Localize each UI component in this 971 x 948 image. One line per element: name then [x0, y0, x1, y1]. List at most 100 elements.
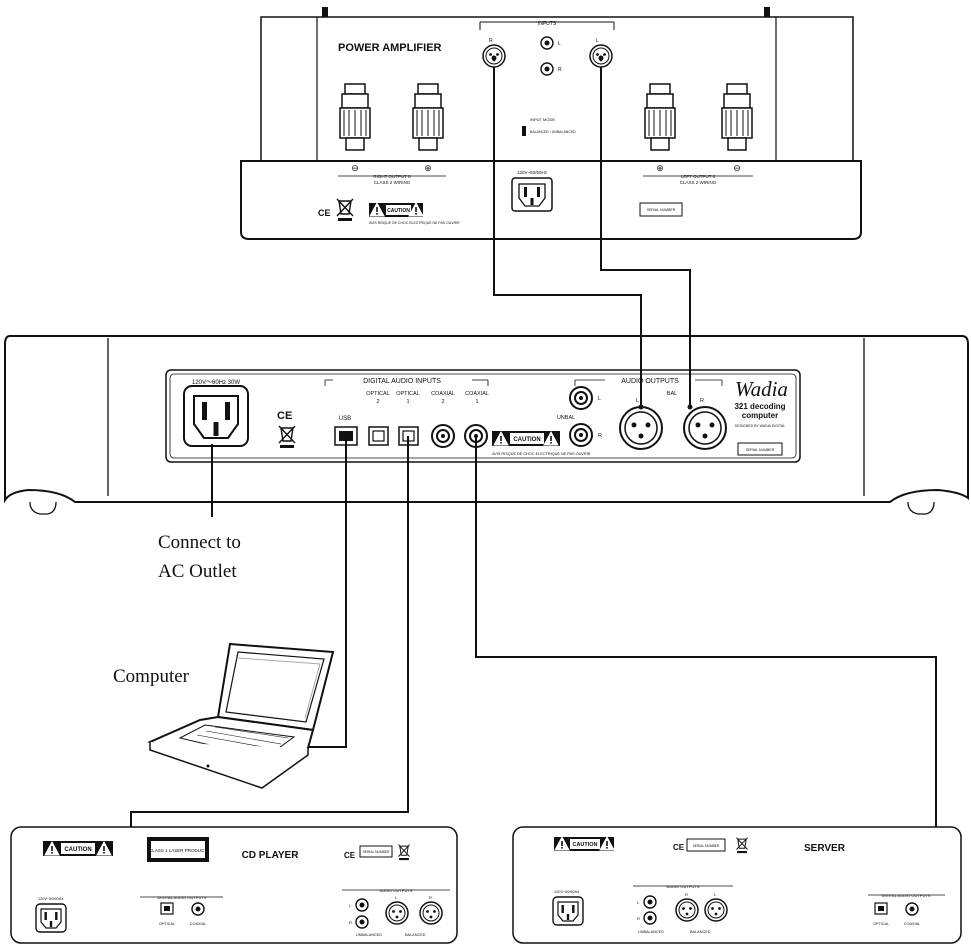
server-digital-outputs-header: DIGITAL AUDIO OUTPUTS — [882, 893, 931, 898]
dac-bal-label: BAL — [667, 391, 677, 397]
amp-input-mode-options: BALANCED / UNBALANCED — [530, 130, 576, 134]
cd-analog-outputs-header: AUDIO OUTPUTS — [380, 888, 413, 893]
cd-optical-out[interactable] — [160, 902, 174, 915]
server-optical-label: OPTICAL — [873, 922, 889, 926]
amp-right-output-label: RIGHT OUTPUT 8 — [373, 174, 411, 179]
cd-player-title: CD PLAYER — [242, 850, 300, 861]
dac-caution-label: CAUTION — [492, 431, 560, 446]
server-optical-out[interactable] — [874, 902, 888, 915]
cd-rca-left-letter: L — [349, 903, 352, 908]
cd-ac-inlet[interactable] — [35, 903, 67, 933]
amp-rca-right-input[interactable] — [540, 62, 554, 76]
server-rca-left-letter: L — [637, 900, 640, 905]
cd-laser-label: CLASS 1 LASER PRODUCT — [147, 837, 209, 862]
server-xlr-right-letter: R — [685, 892, 688, 897]
amp-right-minus-symbol: ⊖ — [351, 163, 359, 173]
cd-player: CAUTION CLASS 1 LASER PRODUCT CD PLAYER … — [10, 826, 458, 944]
server-rca-right-letter: R — [637, 916, 640, 921]
cd-caution-text: CAUTION — [64, 847, 91, 853]
cd-serial-plate: SERIAL NUMBER — [359, 845, 393, 858]
cd-xlr-left-out[interactable] — [385, 901, 409, 925]
cd-rca-right-out[interactable] — [355, 915, 369, 929]
server-serial-plate: SERIAL NUMBER — [686, 838, 726, 852]
amp-xlr-left-letter: L — [596, 38, 599, 44]
dac-model-line2: computer — [742, 411, 778, 420]
server-xlr-left-letter: L — [714, 892, 717, 897]
dac-optical1-label: OPTICAL — [396, 391, 420, 397]
dac-optical2-port[interactable] — [368, 426, 389, 446]
cd-balanced-label: BALANCED — [405, 933, 426, 937]
power-amplifier: POWER AMPLIFIER INPUTS R L L R INPUT MOD… — [240, 7, 862, 240]
server-unbalanced-label: UNBALANCED — [638, 930, 664, 934]
cd-caution-label: CAUTION — [43, 841, 113, 856]
cd-ce-mark: CE — [344, 851, 356, 860]
dac-maker-text: DESIGNED BY WADIA DIGITAL — [735, 424, 785, 428]
cd-laser-text: CLASS 1 LASER PRODUCT — [149, 848, 207, 853]
cd-optical-label: OPTICAL — [159, 922, 175, 926]
server-ac-label: 120V~50/60Hz — [554, 890, 579, 894]
dac-xlr-right-out[interactable] — [683, 406, 727, 450]
cd-player-panel — [10, 826, 458, 944]
server-xlr-left-out[interactable] — [704, 898, 728, 922]
amp-serial-plate: SERIAL NUMBER — [639, 202, 683, 217]
dac-model-line1: 321 decoding — [734, 402, 785, 411]
amp-rca-right-letter: R — [558, 67, 562, 73]
dac-coaxial1-num: 1 — [475, 399, 478, 405]
dac-coaxial1-label: COAXIAL — [465, 391, 489, 397]
server-caution-label: CAUTION — [554, 836, 615, 851]
cable-xlr-left — [493, 67, 642, 407]
amp-title: POWER AMPLIFIER — [338, 42, 442, 54]
amp-right-plus-symbol: ⊕ — [424, 163, 432, 173]
amp-caution-text: CAUTION — [387, 208, 410, 214]
cd-xlr-right-letter: R — [429, 895, 432, 900]
cd-rca-left-out[interactable] — [355, 898, 369, 912]
dac-xlr-left-out[interactable] — [619, 406, 663, 450]
cd-xlr-right-out[interactable] — [419, 901, 443, 925]
amp-rca-left-letter: L — [558, 41, 561, 47]
server-caution-text: CAUTION — [572, 842, 597, 848]
cd-coaxial-label: COAXIAL — [190, 922, 206, 926]
amp-left-minus-symbol: ⊖ — [733, 163, 741, 173]
dac-usb-label: USB — [339, 416, 351, 422]
server-panel — [512, 826, 962, 944]
cd-coaxial-out[interactable] — [191, 902, 205, 916]
server-ac-inlet[interactable] — [552, 896, 584, 926]
dac-unit: 120V〜60Hz 30W CE DIGITAL AUDIO INPUTS OP… — [4, 335, 969, 515]
server-xlr-right-out[interactable] — [675, 898, 699, 922]
dac-optical1-num: 1 — [406, 399, 409, 405]
dac-rca-right-letter: R — [598, 433, 602, 439]
dac-coaxial2-num: 2 — [441, 399, 444, 405]
amp-xlr-right-letter: R — [489, 38, 493, 44]
ac-outlet-label-line2: AC Outlet — [158, 561, 237, 582]
ac-outlet-label-line1: Connect to — [158, 532, 241, 553]
server-rca-left-out[interactable] — [643, 895, 657, 909]
server-serial-text: SERIAL NUMBER — [693, 844, 720, 848]
dac-caution-text: CAUTION — [513, 437, 540, 443]
dac-xlr-left-letter: L — [636, 398, 639, 404]
server-balanced-label: BALANCED — [690, 930, 711, 934]
amp-inputs-label: INPUTS — [538, 21, 557, 27]
dac-coaxial2-port[interactable] — [431, 424, 455, 448]
dac-rca-left-out[interactable] — [569, 386, 593, 410]
amp-input-mode-switch[interactable] — [522, 126, 526, 136]
dac-serial-text: SERIAL NUMBER — [746, 448, 775, 452]
server-rca-right-out[interactable] — [643, 911, 657, 925]
dac-digital-inputs-header: DIGITAL AUDIO INPUTS — [363, 378, 441, 385]
cable-usb — [307, 436, 347, 748]
amp-left-output-label: LEFT OUTPUT 8 — [681, 174, 716, 179]
dac-warning-text: AVIS RISQUE DE CHOC ELECTRIQUE NE PAS OU… — [492, 452, 591, 456]
amp-ce-mark: CE — [318, 208, 331, 218]
dac-xlr-right-letter: R — [700, 398, 704, 404]
server-coaxial-label: COAXIAL — [904, 922, 920, 926]
amp-ac-inlet[interactable] — [511, 177, 553, 212]
amp-caution-label: CAUTION — [369, 202, 424, 217]
dac-rca-right-out[interactable] — [569, 423, 593, 447]
amp-rca-left-input[interactable] — [540, 36, 554, 50]
cable-xlr-right — [600, 67, 691, 407]
dac-ac-inlet[interactable] — [183, 385, 249, 447]
server-coaxial-out[interactable] — [905, 902, 919, 916]
cd-rca-right-letter: R — [349, 920, 352, 925]
dac-coaxial2-label: COAXIAL — [431, 391, 455, 397]
amp-left-wiring-label: CLASS 2 WIRING — [680, 180, 717, 185]
